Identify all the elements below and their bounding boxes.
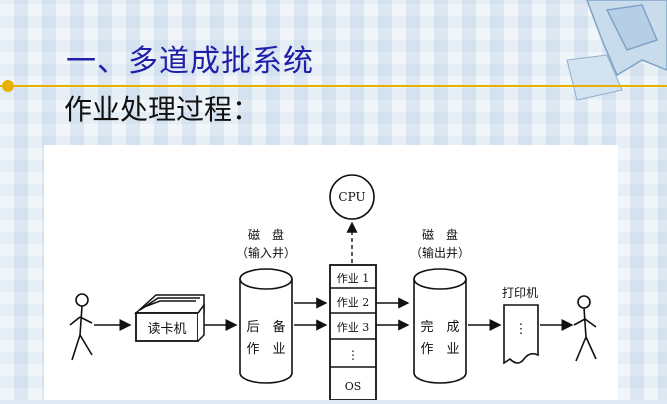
- printer-dots: ⋮: [515, 322, 528, 337]
- user-figure-right: [573, 295, 597, 362]
- output-disk-title: 磁 盘: [422, 227, 458, 242]
- memory-job-1: 作业 1: [337, 272, 370, 285]
- input-disk-subtitle: （输入井）: [236, 245, 296, 260]
- slide-title: 一、多道成批系统: [66, 44, 314, 79]
- input-disk-body-line1: 后 备: [246, 319, 285, 335]
- printer-paper: ⋮: [503, 304, 539, 365]
- input-disk-body-line2: 作 业: [246, 342, 285, 357]
- output-disk-subtitle: （输出井）: [410, 245, 470, 260]
- cpu-node: CPU: [329, 174, 375, 220]
- memory-job-3: 作业 3: [337, 321, 370, 334]
- card-reader-label: 读卡机: [147, 322, 186, 337]
- diagram-canvas: 读卡机 磁 盘 （输入井） 后 备 作 业 CPU 作业 1 作业 2: [69, 174, 597, 401]
- memory-os: OS: [345, 380, 362, 393]
- title-bullet-dot: [2, 80, 14, 92]
- user-figure-left: [69, 293, 93, 361]
- output-disk-body-line2: 作 业: [420, 342, 459, 357]
- slide-subtitle: 作业处理过程：: [64, 93, 261, 126]
- title-underline: [0, 85, 667, 87]
- cpu-label: CPU: [338, 190, 365, 204]
- input-disk-title: 磁 盘: [248, 227, 284, 242]
- output-disk-body-line1: 完 成: [420, 320, 459, 335]
- output-disk-cylinder: [413, 268, 467, 384]
- memory-job-2: 作业 2: [337, 296, 370, 309]
- input-disk-cylinder: [239, 268, 293, 384]
- printer-label: 打印机: [502, 286, 538, 300]
- memory-ellipsis: ⋮: [347, 348, 359, 362]
- batch-processing-diagram: 读卡机 磁 盘 （输入井） 后 备 作 业 CPU 作业 1 作业 2: [44, 145, 618, 401]
- card-reader: 读卡机: [134, 294, 205, 342]
- corner-decoration: [566, 0, 667, 101]
- memory-stack: 作业 1 作业 2 作业 3 ⋮ OS: [329, 264, 377, 401]
